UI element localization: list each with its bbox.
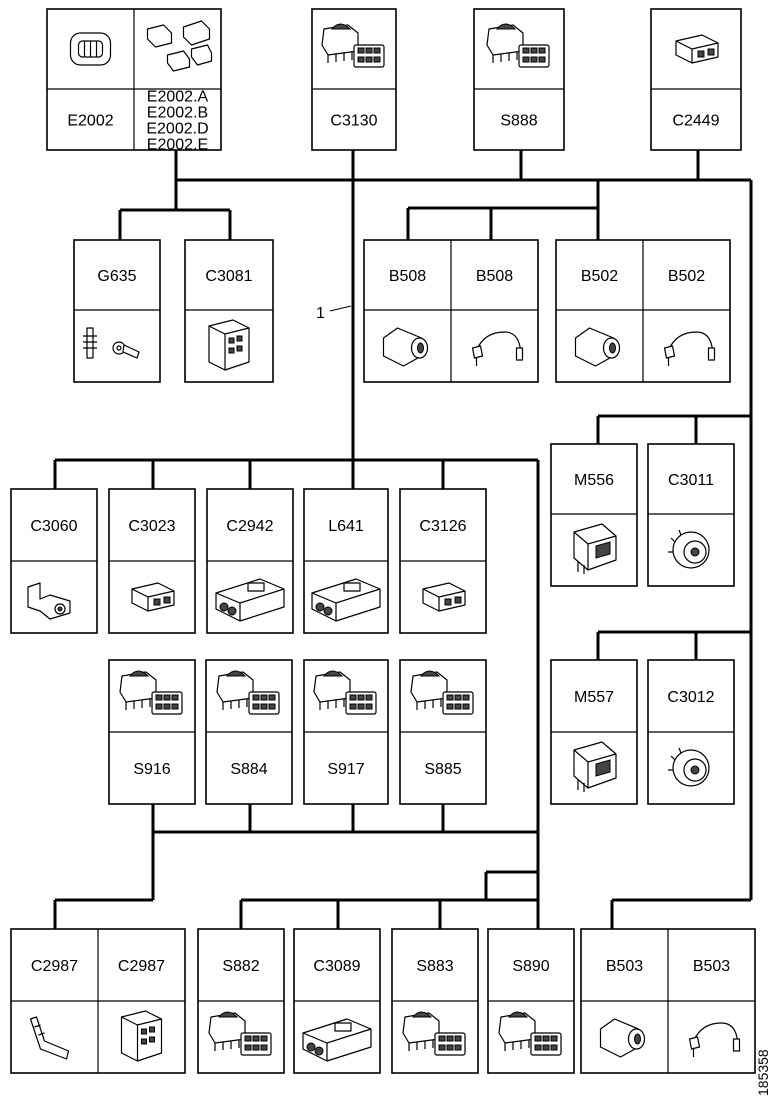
- connector-label: C3023: [128, 518, 175, 535]
- connector-label: C3126: [419, 518, 466, 535]
- connector-label: C3089: [313, 958, 360, 975]
- connector-group: C3089: [293, 928, 381, 1074]
- small-connector-icon: [675, 34, 719, 64]
- connector-label: S888: [500, 113, 537, 130]
- connector-group: B502 B502: [555, 239, 731, 383]
- reference-number: 185358: [755, 1049, 771, 1096]
- connector-group: S917: [303, 659, 389, 805]
- connector-group: C2449: [650, 8, 742, 151]
- connector-label: C3012: [667, 689, 714, 706]
- connector-group: M556: [550, 443, 638, 587]
- connector-label: M556: [574, 472, 614, 489]
- connector-label: S882: [222, 958, 259, 975]
- connector-group: C3126: [399, 488, 487, 634]
- multi-pin-connector-icon: [208, 319, 250, 371]
- connector-label: C3060: [30, 518, 77, 535]
- small-connector-icon: [131, 582, 175, 612]
- connector-label: C2987: [31, 958, 78, 975]
- connector-label: E2002.E: [147, 137, 208, 154]
- connector-label: E2002.A: [147, 89, 209, 106]
- connector-group: C3023: [108, 488, 196, 634]
- connector-label: B503: [693, 958, 730, 975]
- connector-label: E2002.D: [146, 121, 208, 138]
- connector-label: S885: [424, 761, 461, 778]
- connector-label: B508: [389, 268, 426, 285]
- connector-label: S884: [230, 761, 267, 778]
- connector-label: S883: [416, 958, 453, 975]
- connector-label: L641: [328, 518, 364, 535]
- connector-group: B508 B508: [363, 239, 539, 383]
- connector-box: [650, 8, 742, 151]
- connector-group: S888: [473, 8, 565, 151]
- connector-group: L641: [303, 488, 389, 634]
- connector-group: S916: [108, 659, 196, 805]
- connector-label: C3011: [668, 472, 714, 489]
- connector-label: C2449: [672, 113, 719, 130]
- connector-label: C2987: [118, 958, 165, 975]
- connector-label: E2002: [67, 113, 113, 130]
- connector-label: E2002.B: [147, 105, 208, 122]
- connector-label: S917: [327, 761, 364, 778]
- connector-group: M557: [550, 659, 638, 805]
- connector-label: S890: [512, 958, 549, 975]
- connector-group: C2942: [206, 488, 294, 634]
- small-connector-icon: [422, 582, 466, 612]
- connector-group: C3012: [647, 659, 735, 805]
- multi-pin-connector-icon: [120, 1010, 163, 1062]
- connector-group: S885: [399, 659, 487, 805]
- connector-housing-icon: [69, 32, 112, 66]
- connector-group: S883: [391, 928, 479, 1074]
- connector-group: C3011: [647, 443, 735, 587]
- connector-box: [73, 239, 161, 383]
- connector-group: S884: [205, 659, 293, 805]
- connector-group: S890: [487, 928, 575, 1074]
- connector-label: G635: [97, 268, 136, 285]
- wire-label: 1: [316, 305, 325, 322]
- connector-label: C2942: [226, 518, 273, 535]
- connector-group: G635: [73, 239, 161, 383]
- connector-group: C3081: [184, 239, 274, 383]
- connector-group: C2987 C2987: [10, 928, 186, 1074]
- connector-group: S882: [197, 928, 285, 1074]
- connector-label: B503: [606, 958, 643, 975]
- wires: [53, 150, 753, 929]
- connector-group: C3130: [311, 8, 397, 151]
- connector-label: M557: [574, 689, 614, 706]
- connector-label: B508: [476, 268, 513, 285]
- connector-group: B503 B503: [580, 928, 756, 1074]
- connector-group: C3060: [10, 488, 98, 634]
- connector-label: C3130: [330, 113, 377, 130]
- connector-label: S916: [133, 761, 170, 778]
- connector-label: B502: [581, 268, 618, 285]
- connector-label: B502: [668, 268, 705, 285]
- connector-label: C3081: [205, 268, 252, 285]
